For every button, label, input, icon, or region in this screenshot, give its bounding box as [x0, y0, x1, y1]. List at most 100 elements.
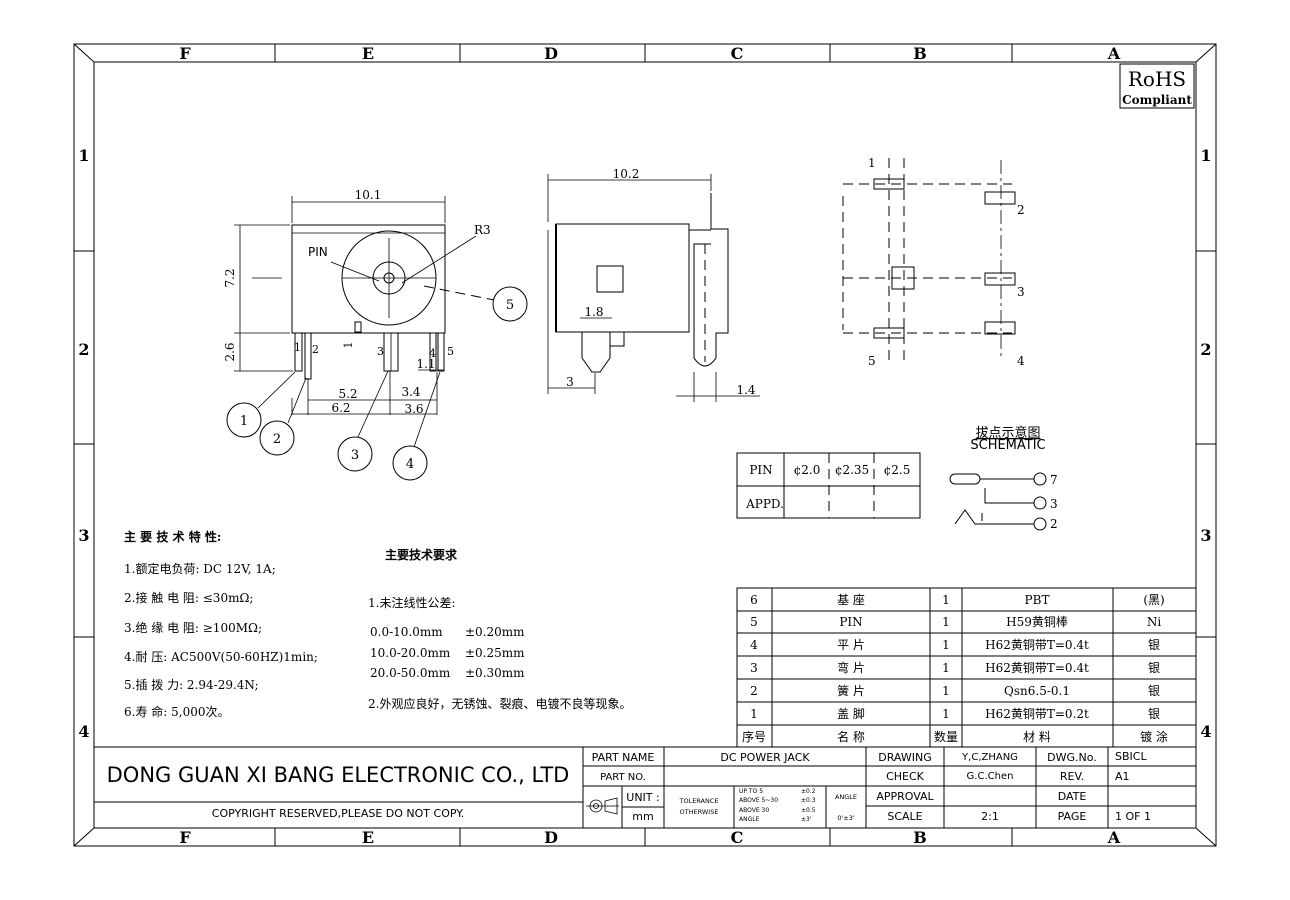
col-label: B	[913, 828, 927, 847]
bom-cell: 银	[1148, 661, 1160, 675]
requirements-item: 2.外观应良好，无锈蚀、裂痕、电镀不良等现象。	[368, 696, 631, 711]
tol-line: ABOVE 5~30	[739, 797, 778, 804]
dim-pin-length: 2.6	[223, 342, 237, 361]
part-name-value: DC POWER JACK	[720, 751, 810, 764]
row-label: 3	[1200, 526, 1211, 545]
pin-number: 1	[294, 341, 301, 354]
pin-number: 5	[447, 345, 454, 358]
bom-cell: 平 片	[837, 638, 865, 652]
schematic-pin: 2	[1050, 517, 1058, 531]
row-label: 4	[1200, 722, 1211, 741]
bom-cell: 盖 脚	[837, 706, 865, 721]
row-label: 2	[78, 340, 89, 359]
bom-table: 6 基 座 1 PBT (黑) 5 PIN 1 H59黄铜棒 Ni 4 平 片 …	[736, 587, 1197, 748]
row-label: 2	[1200, 340, 1211, 359]
schematic-title-cn: 拔点示意图	[975, 425, 1040, 441]
dim-1: 1	[342, 342, 355, 349]
dim-radius: R3	[474, 223, 491, 237]
dim-6-2: 6.2	[331, 401, 350, 415]
dwg-no-label: DWG.No.	[1047, 751, 1097, 764]
otherwise-label: OTHERWISE	[680, 808, 719, 816]
dim-3-4: 3.4	[401, 385, 420, 399]
column-labels-bottom: F E D C B A	[179, 828, 1120, 847]
requirements: 主要技术要求 1.未注线性公差: 0.0-10.0mm ±0.20mm 10.0…	[368, 547, 631, 711]
footprint-pin: 5	[868, 354, 876, 368]
col-label: F	[179, 828, 191, 847]
rohs-badge: RoHS Compliant	[1119, 63, 1195, 109]
pin-table-header: PIN	[749, 463, 772, 477]
callout-number: 3	[351, 448, 359, 463]
bom-cell: 1	[942, 615, 950, 629]
bom-header-cell: 序号	[742, 729, 766, 744]
schematic-pin: 7	[1050, 473, 1058, 487]
rohs-title: RoHS	[1128, 67, 1186, 91]
pin-table-appd: APPD.	[745, 497, 784, 511]
date-label: DATE	[1058, 790, 1087, 803]
row-label: 1	[1200, 146, 1211, 165]
bom-cell: 簧 片	[837, 683, 865, 698]
company-name: DONG GUAN XI BANG ELECTRONIC CO., LTD	[107, 763, 570, 787]
pin-number: 3	[377, 345, 384, 358]
dim-3: 3	[566, 375, 574, 389]
bom-cell: 银	[1148, 638, 1160, 652]
bom-row: 1 盖 脚 1 H62黄铜带T=0.2t 银	[750, 706, 1160, 721]
check-by: G.C.Chen	[967, 771, 1014, 782]
dim-1-8: 1.8	[584, 305, 603, 319]
scale-value: 2:1	[981, 810, 999, 823]
spec-item: 4.耐 压: AC500V(50-60HZ)1min;	[124, 650, 318, 664]
tol-line: ABOVE 30	[739, 807, 769, 814]
pin-label: PIN	[308, 245, 328, 259]
pin-number: 4	[429, 347, 436, 360]
spec-item: 5.插 拨 力: 2.94-29.4N;	[124, 678, 259, 692]
bom-cell: 1	[942, 593, 950, 607]
footprint-pin: 4	[1017, 354, 1025, 368]
part-no-label: PART NO.	[600, 772, 646, 783]
col-label: A	[1107, 828, 1121, 847]
spec-item: 6.寿 命: 5,000次。	[124, 704, 229, 719]
bom-cell: 1	[942, 638, 950, 652]
rohs-subtitle: Compliant	[1122, 93, 1192, 107]
angle-label: ANGLE	[835, 793, 857, 801]
page-value: 1 OF 1	[1115, 810, 1151, 823]
schematic-title-en: SCHEMATIC	[970, 438, 1045, 453]
bom-header-cell: 名 称	[837, 729, 865, 744]
unit-label: UNIT :	[626, 791, 659, 804]
tol-line: ANGLE	[739, 816, 760, 823]
bom-header-cell: 数量	[934, 729, 958, 744]
col-label: B	[913, 44, 927, 63]
requirements-title: 主要技术要求	[385, 547, 458, 562]
bom-row: 5 PIN 1 H59黄铜棒 Ni	[750, 614, 1161, 629]
col-label: D	[544, 44, 558, 63]
tol-value: ±0.2	[801, 788, 816, 795]
pin-approval-table: PIN ¢2.0 ¢2.35 ¢2.5 APPD.	[736, 452, 921, 519]
col-label: F	[179, 44, 191, 63]
part-name-label: PART NAME	[592, 751, 655, 764]
tol-line: UP TO 5	[739, 788, 763, 795]
bom-row: 3 弯 片 1 H62黄铜带T=0.4t 银	[750, 660, 1160, 675]
row-label: 3	[78, 526, 89, 545]
dim-height: 7.2	[223, 268, 237, 287]
front-view: 10.1 7.2 2.6 R3 PIN 5.2 6.2 3.4 3.6 1 1.…	[223, 188, 495, 448]
tolerance-range: 20.0-50.0mm	[370, 666, 451, 680]
bom-header-cell: 材 料	[1023, 730, 1051, 744]
bom-cell: 银	[1148, 707, 1160, 721]
bom-cell: H62黄铜带T=0.4t	[985, 637, 1089, 652]
drawing-by: Y,C,ZHANG	[961, 752, 1018, 763]
schematic: 拔点示意图 SCHEMATIC 7 3 2	[949, 425, 1058, 531]
check-label: CHECK	[886, 770, 925, 783]
tolerance-value: ±0.25mm	[465, 646, 525, 660]
pin-table-cell: ¢2.5	[884, 463, 911, 477]
copyright-notice: COPYRIGHT RESERVED,PLEASE DO NOT COPY.	[212, 807, 464, 820]
dim-side-width: 10.2	[613, 167, 640, 181]
row-label: 4	[78, 722, 89, 741]
col-label: E	[362, 44, 374, 63]
angle-value: 0'±3'	[837, 814, 855, 822]
page-label: PAGE	[1058, 810, 1087, 823]
dim-width: 10.1	[355, 188, 382, 202]
bom-cell: 1	[750, 707, 758, 721]
spec-item: 2.接 触 电 阻: ≤30mΩ;	[124, 590, 253, 605]
spec-item: 3.绝 缘 电 阻: ≥100MΩ;	[124, 620, 262, 635]
footprint-pin: 1	[868, 156, 876, 170]
schematic-pin: 3	[1050, 497, 1058, 511]
